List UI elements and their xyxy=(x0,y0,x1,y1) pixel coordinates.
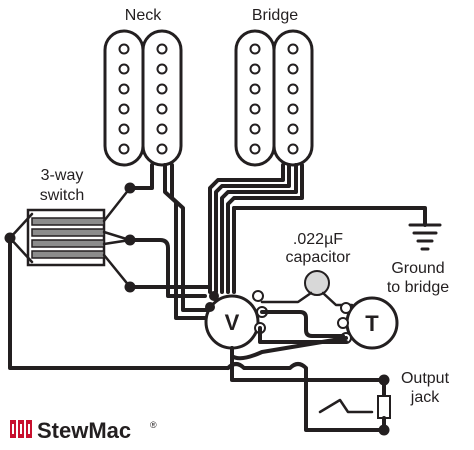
volume-input-dot xyxy=(209,291,219,301)
capacitor-lead-left xyxy=(260,291,313,304)
capacitor-label-line1: .022µF xyxy=(293,231,343,248)
pole-piece xyxy=(287,63,299,75)
pole-piece xyxy=(156,143,168,155)
switch-label-line2: switch xyxy=(40,187,84,204)
pole-piece xyxy=(118,63,130,75)
pole-piece xyxy=(156,43,168,55)
bridge-pickup xyxy=(234,29,314,167)
pole-piece xyxy=(118,83,130,95)
pole-piece xyxy=(287,103,299,115)
ground-to-bridge-wire xyxy=(232,206,427,227)
neck-pole-pieces-left xyxy=(118,43,130,155)
pole-piece xyxy=(118,123,130,135)
pole-piece xyxy=(156,123,168,135)
output-label-line1: Output xyxy=(401,370,450,387)
volume-output-wire xyxy=(258,326,348,344)
pole-piece xyxy=(156,83,168,95)
ground-label-line1: Ground xyxy=(391,260,444,277)
neck-coil-right xyxy=(141,29,183,167)
ground-symbol-icon xyxy=(408,223,442,251)
tone-pot-label: T xyxy=(365,311,379,336)
jack-sleeve xyxy=(377,395,391,419)
bridge-pole-pieces-right xyxy=(287,43,299,155)
tone-lug-1 xyxy=(340,302,352,314)
volume-pot-label: V xyxy=(225,310,240,335)
pickup-leads xyxy=(128,163,304,320)
bridge-label: Bridge xyxy=(252,7,298,24)
logo-slot-1 xyxy=(12,424,14,434)
stewmac-logo-icon xyxy=(10,420,32,438)
switch-contact-3 xyxy=(31,239,105,248)
bridge-pole-pieces-left xyxy=(249,43,261,155)
output-jack xyxy=(318,374,391,436)
capacitor-label-line2: capacitor xyxy=(286,249,352,266)
jack-ground-dot xyxy=(378,424,390,436)
pole-piece xyxy=(287,43,299,55)
volume-pot: V xyxy=(204,290,268,350)
pole-piece xyxy=(249,123,261,135)
neck-hot-lead xyxy=(128,163,154,190)
switch-right-fan xyxy=(102,186,132,289)
neck-pickup xyxy=(103,29,183,167)
switch-contact-2 xyxy=(31,228,105,237)
pole-piece xyxy=(249,83,261,95)
pole-piece xyxy=(118,143,130,155)
pole-piece xyxy=(287,143,299,155)
brand-registered-mark: ® xyxy=(150,420,157,430)
neck-pole-pieces-right xyxy=(156,43,168,155)
capacitor-body xyxy=(304,270,330,296)
switch-ground-return xyxy=(8,236,230,370)
pole-piece xyxy=(249,143,261,155)
pole-piece xyxy=(118,43,130,55)
volume-lug-1 xyxy=(252,290,264,302)
pole-piece xyxy=(156,63,168,75)
bridge-lead-b xyxy=(214,163,291,294)
volume-to-tone-wire xyxy=(260,310,345,338)
bridge-coil-right xyxy=(272,29,314,167)
neck-ground-lead-b xyxy=(170,163,215,312)
output-hot-wire xyxy=(230,346,386,382)
switch-to-volume-wire xyxy=(128,238,207,298)
bridge-hot-lead xyxy=(208,163,285,294)
switch-contact-4 xyxy=(31,250,105,259)
pole-piece xyxy=(249,103,261,115)
output-label-line2: jack xyxy=(410,389,440,406)
pole-piece xyxy=(156,103,168,115)
pole-piece xyxy=(118,103,130,115)
logo-slot-2 xyxy=(20,424,22,434)
tone-lug-2 xyxy=(337,317,349,329)
switch-label-line1: 3-way xyxy=(41,167,84,184)
pole-piece xyxy=(249,63,261,75)
logo-slot-3 xyxy=(28,424,30,434)
volume-ground-dot xyxy=(205,302,215,312)
neck-label: Neck xyxy=(125,7,162,24)
jack-spring-contact xyxy=(318,398,374,414)
output-ground-wire xyxy=(226,362,386,432)
ground-label-line2: to bridge xyxy=(387,279,449,296)
pole-piece xyxy=(287,83,299,95)
brand-name: StewMac xyxy=(37,418,131,443)
switch-neck-junction xyxy=(124,182,136,194)
bridge-lead-d xyxy=(226,163,304,294)
pole-piece xyxy=(249,43,261,55)
bridge-lead-c xyxy=(220,163,298,294)
switch-contact-1 xyxy=(31,217,105,226)
pole-piece xyxy=(287,123,299,135)
